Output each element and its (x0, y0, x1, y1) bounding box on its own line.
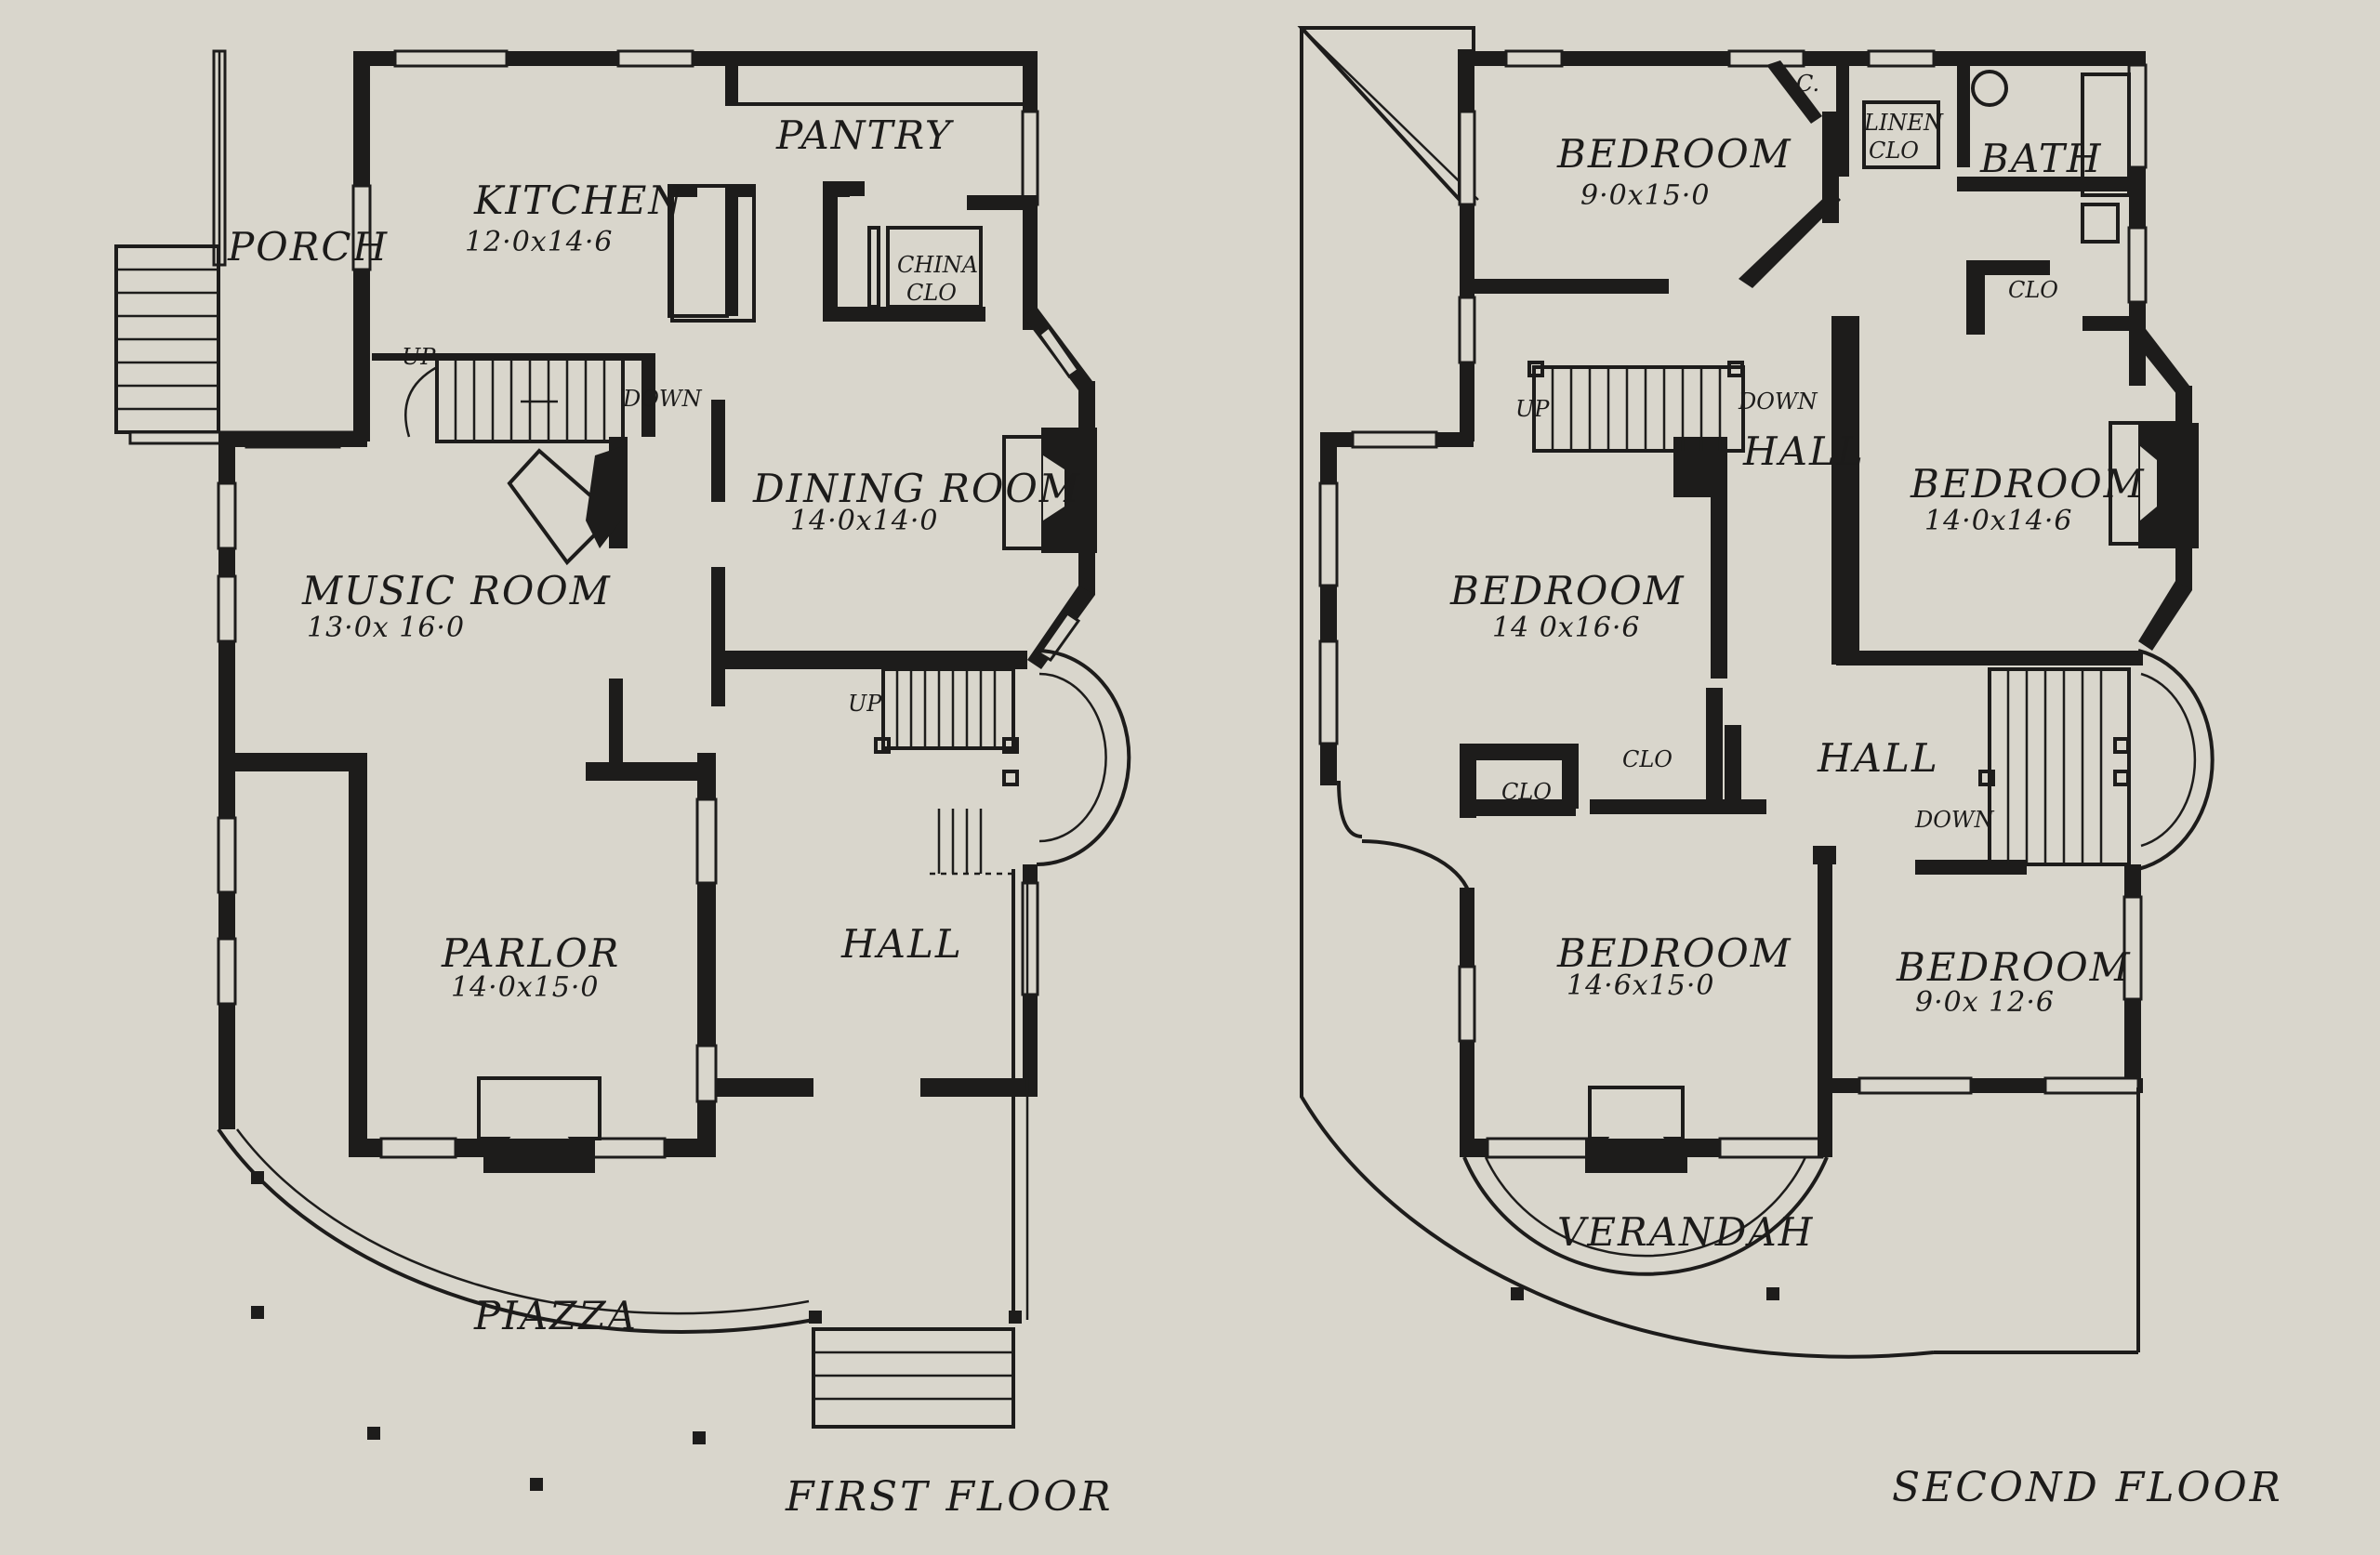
bedroom-sw-dimensions: 14·6x15·0 (1567, 969, 1715, 1002)
closet-ne-label: CLO (2008, 277, 2058, 303)
piazza (217, 864, 1029, 1491)
linen-closet-label: LINEN (1863, 110, 1944, 136)
second-floor-labels: BEDROOM 9·0x15·0 C. LINEN CLO BATH CLO H… (1449, 71, 2283, 1511)
closet-c-label: C. (1796, 71, 1819, 97)
first-hall-label: HALL (840, 921, 963, 967)
second-floor-interior-walls (1460, 60, 2199, 875)
parlor-label: PARLOR (441, 930, 620, 976)
bedroom-nw-dimensions: 9·0x15·0 (1580, 179, 1710, 212)
closet-b-label: CLO (1501, 779, 1552, 805)
first-floor-interior-walls (218, 65, 1097, 885)
porch-label: PORCH (227, 224, 389, 270)
dining-room-dimensions: 14·0x14·0 (790, 505, 939, 537)
first-floor-labels: PANTRY KITCHEN 12·0x14·6 PORCH CHINA CLO… (227, 112, 1114, 1521)
bedroom-se-label: BEDROOM (1896, 944, 2132, 990)
bedroom-sw-label: BEDROOM (1556, 930, 1792, 976)
china-closet-label-2: CLO (906, 280, 957, 306)
back-stair-up-label: UP (402, 344, 436, 370)
lower-hall-label: HALL (1817, 735, 1939, 781)
china-closet-label: CHINA (897, 252, 978, 278)
bedroom-nw-label: BEDROOM (1556, 131, 1792, 177)
front-stair (874, 667, 1019, 876)
second-floor-plan (1297, 26, 2215, 1359)
verandah (1300, 762, 2140, 1359)
second-floor-stair (1527, 361, 2131, 866)
verandah-label: VERANDAH (1557, 1209, 1814, 1255)
second-stair-down-label-2: DOWN (1914, 807, 1995, 833)
bedroom-w-label: BEDROOM (1449, 568, 1686, 613)
bath-label: BATH (1979, 136, 2103, 181)
piazza-label: PIAZZA (473, 1293, 638, 1338)
music-room-dimensions: 13·0x 16·0 (307, 612, 465, 644)
upper-hall-label: HALL (1742, 428, 1865, 474)
bedroom-e-dimensions: 14·0x14·6 (1924, 505, 2073, 537)
linen-closet-label-2: CLO (1869, 138, 1919, 164)
back-stair-down-label: DOWN (622, 386, 703, 412)
music-room-label: MUSIC ROOM (301, 568, 612, 613)
pantry-label: PANTRY (775, 112, 955, 158)
second-floor-walls (1318, 49, 2215, 1173)
front-stair-up-label: UP (848, 691, 882, 717)
second-floor-title: SECOND FLOOR (1892, 1464, 2283, 1511)
parlor-dimensions: 14·0x15·0 (451, 971, 600, 1004)
dining-room-label: DINING ROOM (752, 466, 1081, 511)
closet-a-label: CLO (1622, 746, 1673, 772)
second-stair-up-label: UP (1515, 396, 1550, 422)
bedroom-se-dimensions: 9·0x 12·6 (1915, 986, 2055, 1019)
bedroom-e-label: BEDROOM (1910, 461, 2146, 507)
bedroom-w-dimensions: 14 0x16·6 (1492, 612, 1641, 644)
back-stair (404, 356, 625, 443)
kitchen-dimensions: 12·0x14·6 (465, 226, 614, 258)
kitchen-label: KITCHEN (473, 178, 684, 223)
second-stair-down-label: DOWN (1738, 389, 1818, 415)
first-floor-plan (114, 49, 1131, 1491)
first-floor-title: FIRST FLOOR (785, 1473, 1114, 1521)
